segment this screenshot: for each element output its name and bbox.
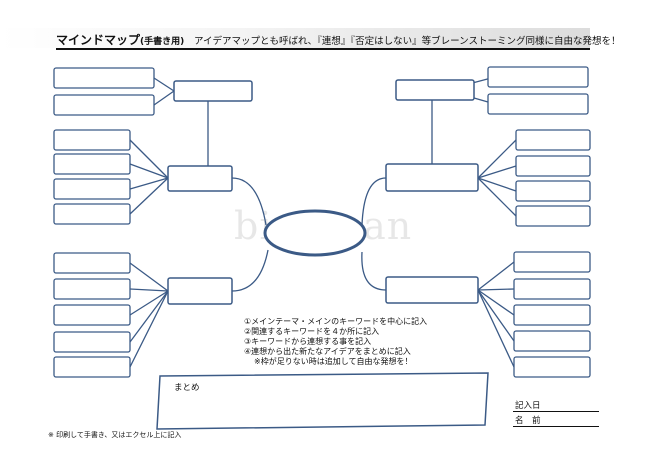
instructions: ①メインテーマ・メインのキーワードを中心に記入 ②関連するキーワードを４か所に記… — [244, 317, 427, 367]
page-title: マインドマップ(手書き用) — [56, 33, 185, 47]
instruction-note: ※枠が足りない時は追加して自由な発想を！ — [254, 357, 413, 366]
association-box[interactable] — [515, 129, 591, 151]
association-box[interactable] — [513, 278, 591, 300]
association-box[interactable] — [513, 330, 591, 352]
keyword-box-top-right[interactable] — [395, 79, 475, 101]
central-theme-ellipse[interactable] — [263, 209, 367, 257]
page-title-sub: (手書き用) — [140, 37, 185, 47]
association-box[interactable] — [515, 205, 591, 227]
association-box[interactable] — [515, 180, 591, 202]
keyword-box-mid-left[interactable] — [167, 165, 233, 192]
association-box[interactable] — [53, 304, 131, 326]
association-box[interactable] — [53, 178, 131, 200]
association-box[interactable] — [513, 304, 591, 326]
name-label: 名 前 — [515, 416, 541, 426]
keyword-box-bottom-right[interactable] — [385, 276, 479, 304]
association-box[interactable] — [53, 252, 131, 274]
date-label: 記入日 — [515, 401, 541, 411]
instruction-line: ④連想から出た新たなアイデアをまとめに記入 — [244, 347, 411, 356]
association-box[interactable] — [515, 155, 591, 177]
header-tagline: アイデアマップとも呼ばれ、『連想』『否定はしない』等ブレーンストーミング同様に自… — [194, 36, 621, 47]
association-box[interactable] — [513, 251, 591, 273]
date-line[interactable] — [513, 411, 599, 412]
keyword-box-top-left[interactable] — [173, 80, 253, 102]
keyword-hubs — [167, 79, 479, 305]
association-box[interactable] — [53, 129, 131, 151]
association-boxes — [53, 66, 591, 378]
association-box[interactable] — [53, 153, 131, 175]
header-band — [0, 28, 590, 48]
association-box[interactable] — [53, 331, 131, 353]
association-box[interactable] — [53, 278, 131, 300]
association-box[interactable] — [487, 93, 589, 115]
association-box[interactable] — [53, 67, 155, 89]
association-box[interactable] — [53, 203, 131, 225]
keyword-box-mid-right[interactable] — [385, 163, 479, 192]
instruction-line: ②関連するキーワードを４か所に記入 — [244, 327, 380, 336]
association-box[interactable] — [53, 356, 131, 378]
association-box[interactable] — [53, 94, 155, 116]
summary-box[interactable] — [156, 372, 489, 430]
name-line[interactable] — [513, 426, 599, 427]
keyword-box-bottom-left[interactable] — [167, 277, 233, 305]
association-box[interactable] — [487, 66, 589, 88]
header-rule — [56, 48, 590, 50]
summary-label: まとめ — [174, 383, 200, 393]
footer-note: ※ 印刷して手書き、又はエクセル上に記入 — [48, 431, 182, 439]
association-box[interactable] — [513, 356, 591, 378]
instruction-line: ③キーワードから連想する事を記入 — [244, 337, 372, 346]
instruction-line: ①メインテーマ・メインのキーワードを中心に記入 — [244, 317, 428, 326]
